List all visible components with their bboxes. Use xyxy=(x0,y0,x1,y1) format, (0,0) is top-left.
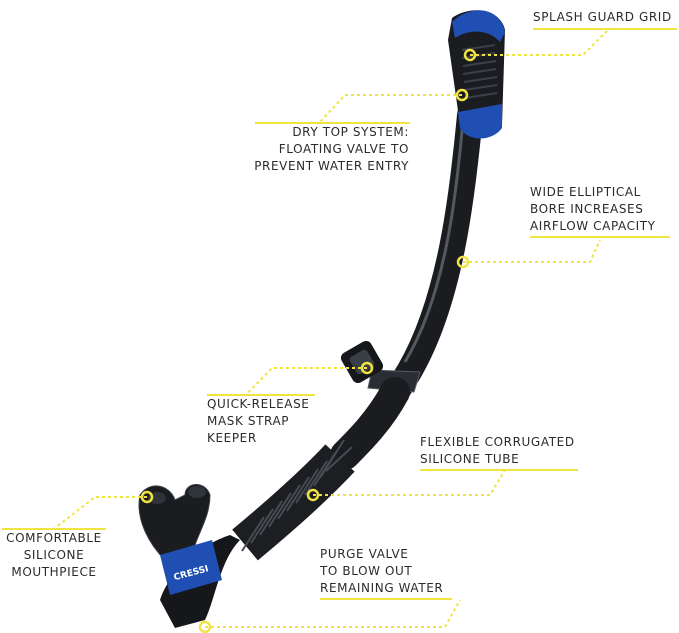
leader-corrugated xyxy=(313,469,506,496)
leader-splash-guard xyxy=(470,27,611,56)
callout-line: TO BLOW OUT xyxy=(320,564,413,578)
leader-purge xyxy=(205,599,461,628)
callout-markers xyxy=(140,48,477,633)
callout-underline xyxy=(533,28,677,30)
callout-line: SPLASH GUARD GRID xyxy=(533,10,672,24)
callout-corrugated: FLEXIBLE CORRUGATED SILICONE TUBE xyxy=(420,434,575,468)
callout-line: AIRFLOW CAPACITY xyxy=(530,219,656,233)
callout-line: QUICK-RELEASE xyxy=(207,397,310,411)
callout-purge: PURGE VALVE TO BLOW OUT REMAINING WATER xyxy=(320,546,443,597)
callout-underline xyxy=(255,122,410,124)
dry-top-head xyxy=(448,10,505,137)
leader-mouthpiece xyxy=(54,496,147,529)
callout-mask-keeper: QUICK-RELEASE MASK STRAP KEEPER xyxy=(207,396,309,447)
callout-line: SILICONE TUBE xyxy=(420,452,520,466)
callout-line: FLEXIBLE CORRUGATED xyxy=(420,435,575,449)
callout-underline xyxy=(320,598,452,600)
callout-underline xyxy=(530,236,670,238)
callout-line: PREVENT WATER ENTRY xyxy=(254,159,409,173)
leader-dry-top xyxy=(319,94,462,123)
callout-splash-guard: SPLASH GUARD GRID xyxy=(533,9,672,26)
dry-top-blue-band xyxy=(458,104,502,139)
callout-line: SILICONE xyxy=(23,548,85,562)
marker-corrugated xyxy=(306,488,320,502)
marker-bore xyxy=(456,255,470,269)
corrugation-ribs xyxy=(241,439,353,552)
callout-line: WIDE ELLIPTICAL xyxy=(530,185,641,199)
marker-purge xyxy=(198,620,212,633)
callout-mouthpiece: COMFORTABLE SILICONE MOUTHPIECE xyxy=(2,530,106,581)
callout-line: COMFORTABLE xyxy=(6,531,102,545)
callout-dry-top: DRY TOP SYSTEM: FLOATING VALVE TO PREVEN… xyxy=(254,124,409,175)
callout-underline xyxy=(420,469,578,471)
callout-underline xyxy=(207,394,315,396)
splash-guard-grid xyxy=(461,44,498,99)
callout-line: REMAINING WATER xyxy=(320,581,444,595)
callout-line: FLOATING VALVE TO xyxy=(278,142,409,156)
snorkel-lower-tube xyxy=(330,377,410,470)
callout-line: KEEPER xyxy=(207,431,257,445)
callout-line: MASK STRAP xyxy=(207,414,290,428)
marker-mouthpiece xyxy=(140,490,154,504)
marker-mask-keeper xyxy=(360,361,374,375)
callout-line: PURGE VALVE xyxy=(320,547,409,561)
marker-splash-guard xyxy=(463,48,477,62)
leader-bore xyxy=(463,239,601,263)
mouthpiece-bite-right xyxy=(188,486,206,498)
callout-line: MOUTHPIECE xyxy=(11,565,97,579)
callout-bore: WIDE ELLIPTICAL BORE INCREASES AIRFLOW C… xyxy=(530,184,656,235)
callout-line: DRY TOP SYSTEM: xyxy=(292,125,409,139)
callout-line: BORE INCREASES xyxy=(530,202,644,216)
callout-underline xyxy=(2,528,106,530)
tube-highlight xyxy=(403,119,465,363)
callout-leaders xyxy=(54,27,611,628)
leader-mask-keeper xyxy=(244,367,367,397)
splash-guard-cap xyxy=(452,10,505,42)
brand-badge xyxy=(160,540,222,595)
marker-dry-top xyxy=(455,88,469,102)
